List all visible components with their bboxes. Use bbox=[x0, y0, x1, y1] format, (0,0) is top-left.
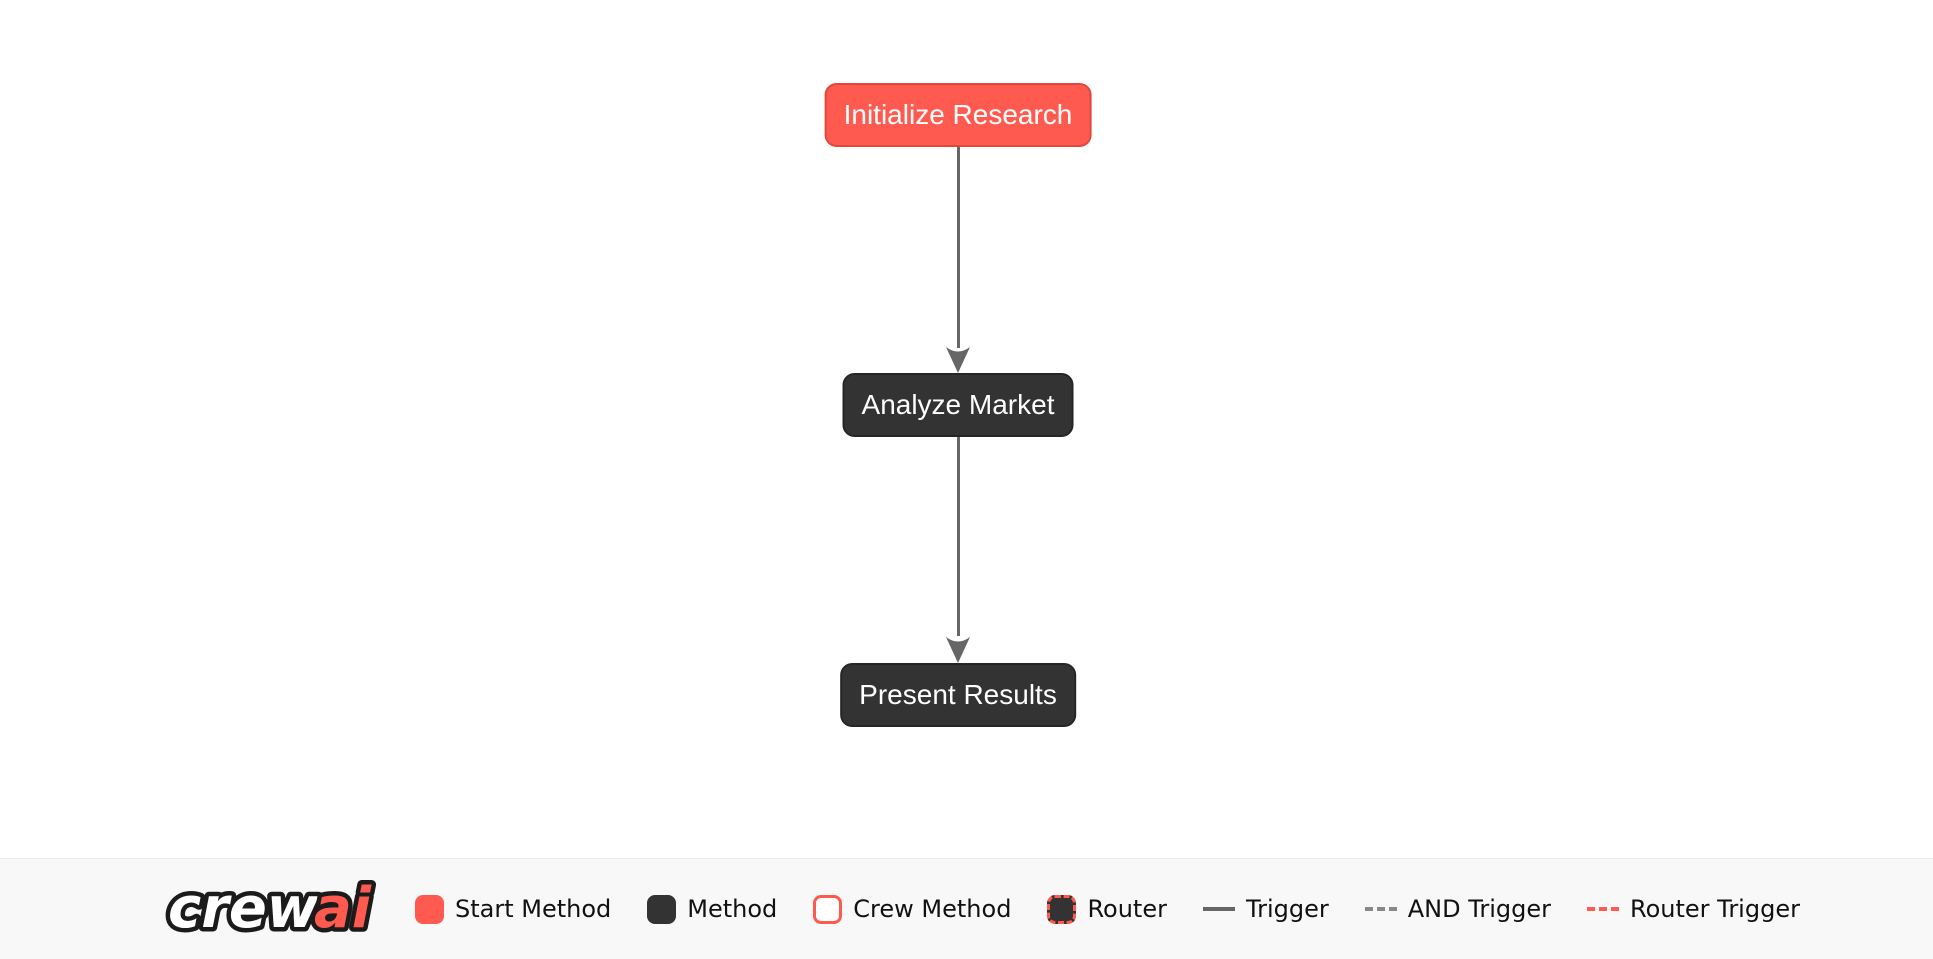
legend-item-method: Method bbox=[647, 894, 778, 924]
router-swatch-icon bbox=[1047, 894, 1077, 924]
legend-item-and-trigger: AND Trigger bbox=[1364, 895, 1552, 923]
legend-item-router-trigger: Router Trigger bbox=[1587, 895, 1800, 923]
trigger-edge bbox=[957, 436, 960, 636]
legend-label: Method bbox=[687, 895, 778, 923]
legend-label: AND Trigger bbox=[1407, 895, 1552, 923]
arrowhead-icon bbox=[946, 347, 970, 373]
crew-method-swatch-icon bbox=[813, 894, 843, 924]
legend-items: Start Method Method Crew Method Router T… bbox=[415, 859, 1800, 959]
legend-item-router: Router bbox=[1047, 894, 1167, 924]
method-swatch-icon bbox=[647, 894, 677, 924]
logo-text-ai: ai bbox=[314, 876, 372, 941]
flow-node-initialize-research[interactable]: Initialize Research bbox=[824, 83, 1092, 147]
legend-label: Trigger bbox=[1245, 895, 1329, 923]
legend-bar: crew ai Start Method Method Crew Method … bbox=[0, 858, 1933, 959]
legend-item-start-method: Start Method bbox=[415, 894, 612, 924]
logo-text-crew: crew bbox=[168, 876, 319, 941]
arrowhead-icon bbox=[946, 637, 970, 663]
trigger-edge bbox=[957, 147, 960, 348]
legend-item-trigger: Trigger bbox=[1202, 895, 1329, 923]
legend-label: Router Trigger bbox=[1630, 895, 1800, 923]
legend-label: Start Method bbox=[455, 895, 612, 923]
legend-item-crew-method: Crew Method bbox=[813, 894, 1012, 924]
flow-node-analyze-market[interactable]: Analyze Market bbox=[842, 373, 1074, 437]
and-trigger-line-icon bbox=[1364, 907, 1397, 911]
start-method-swatch-icon bbox=[415, 894, 444, 924]
crewai-logo: crew ai bbox=[164, 872, 376, 946]
flow-node-present-results[interactable]: Present Results bbox=[840, 663, 1076, 727]
trigger-line-icon bbox=[1202, 907, 1235, 911]
legend-label: Router bbox=[1087, 895, 1167, 923]
router-trigger-line-icon bbox=[1587, 907, 1620, 911]
legend-label: Crew Method bbox=[853, 895, 1012, 923]
